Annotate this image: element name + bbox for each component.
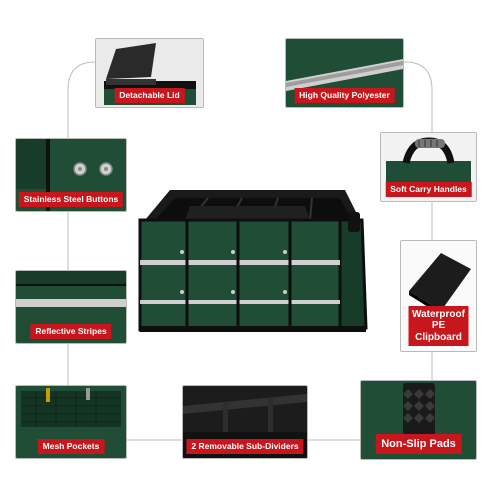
feature-card-clipboard: Waterproof PE Clipboard xyxy=(400,240,477,352)
label-buttons: Stainless Steel Buttons xyxy=(18,191,124,207)
feature-card-lid: Detachable Lid xyxy=(95,38,204,108)
label-clipboard-line2: PE Clipboard xyxy=(415,320,462,343)
feature-card-buttons: Stainless Steel Buttons xyxy=(15,138,127,212)
feature-card-reflective: Reflective Stripes xyxy=(15,270,127,344)
label-nonslip: Non-Slip Pads xyxy=(375,433,462,454)
label-mesh: Mesh Pockets xyxy=(37,438,105,454)
feature-card-mesh: Mesh Pockets xyxy=(15,385,127,459)
label-dividers: 2 Removable Sub-Dividers xyxy=(186,438,304,454)
label-reflective: Reflective Stripes xyxy=(30,323,112,339)
feature-card-polyester: High Quality Polyester xyxy=(285,38,404,108)
label-handles: Soft Carry Handles xyxy=(385,181,472,197)
trunk-organizer-image xyxy=(138,190,368,332)
label-polyester: High Quality Polyester xyxy=(294,87,395,103)
feature-card-dividers: 2 Removable Sub-Dividers xyxy=(182,385,308,459)
label-detachable-lid: Detachable Lid xyxy=(114,87,185,103)
feature-card-nonslip: Non-Slip Pads xyxy=(360,380,477,460)
label-clipboard-line1: Waterproof xyxy=(412,308,465,320)
feature-card-handles: Soft Carry Handles xyxy=(380,132,477,202)
label-clipboard: Waterproof PE Clipboard xyxy=(408,305,469,346)
